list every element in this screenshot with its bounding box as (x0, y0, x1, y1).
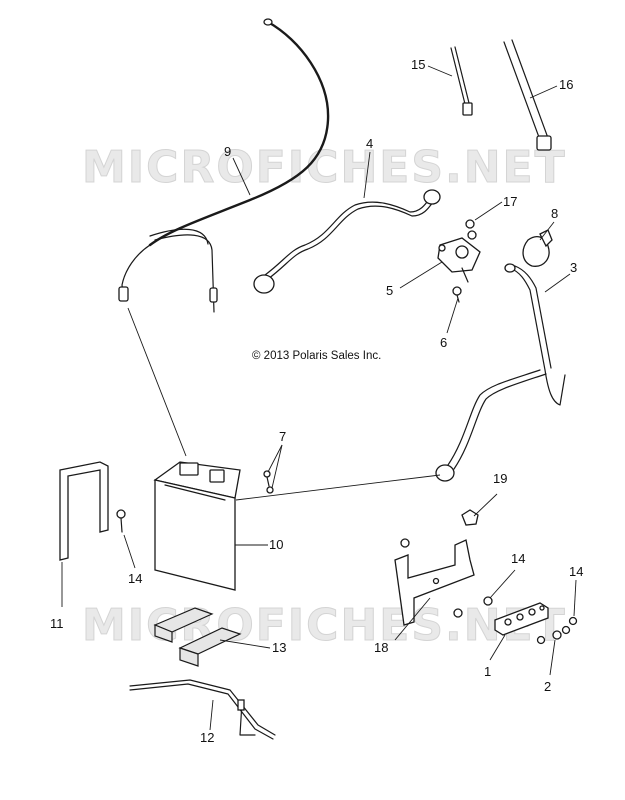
callouts: 9 4 15 16 17 8 3 5 6 7 10 11 14 13 12 18… (50, 57, 583, 745)
part-6-screw (452, 286, 462, 303)
callout-9: 9 (224, 144, 231, 159)
callout-12: 12 (200, 730, 214, 745)
callout-1: 1 (484, 664, 491, 679)
callout-14-middle: 14 (511, 551, 525, 566)
part-10-battery (153, 461, 241, 591)
callout-16: 16 (559, 77, 573, 92)
callout-19: 19 (493, 471, 507, 486)
part-16-strap (503, 39, 552, 151)
callout-14-left: 14 (128, 571, 142, 586)
part-13-pads (153, 607, 242, 667)
callout-18: 18 (374, 640, 388, 655)
part-19-nut (461, 509, 479, 526)
part-11-strap (59, 461, 109, 561)
leader-lines (61, 65, 577, 731)
part-7-bolts (263, 470, 274, 494)
part-4-lead-wire (253, 189, 441, 294)
callout-8: 8 (551, 206, 558, 221)
callout-15: 15 (411, 57, 425, 72)
part-17-nuts (465, 219, 477, 240)
part-2-hardware (536, 616, 578, 645)
callout-11: 11 (50, 616, 64, 631)
copyright-text: © 2013 Polaris Sales Inc. (252, 350, 381, 362)
part-18-bracket (394, 538, 475, 626)
callout-14-right: 14 (569, 564, 583, 579)
callout-5: 5 (386, 283, 393, 298)
callout-7: 7 (279, 429, 286, 444)
callout-13: 13 (272, 640, 286, 655)
part-1-terminal-block (494, 602, 549, 636)
part-14-bolt-left (116, 509, 126, 533)
callout-10: 10 (269, 537, 283, 552)
callout-2: 2 (544, 679, 551, 694)
part-15-rod (450, 46, 473, 116)
watermark-top: MICROFICHES.NET (82, 142, 567, 193)
part-3-positive-cable (435, 263, 566, 482)
part-8-boot (522, 229, 553, 267)
part-14-bolts-middle (453, 596, 493, 618)
part-5-solenoid (437, 237, 481, 283)
callout-17: 17 (503, 194, 517, 209)
callout-6: 6 (440, 335, 447, 350)
part-12-vent-tube (129, 679, 276, 740)
part-9-battery-cable (118, 18, 330, 313)
callout-3: 3 (570, 260, 577, 275)
watermark-bottom: MICROFICHES.NET (82, 600, 567, 651)
callout-4: 4 (366, 136, 373, 151)
